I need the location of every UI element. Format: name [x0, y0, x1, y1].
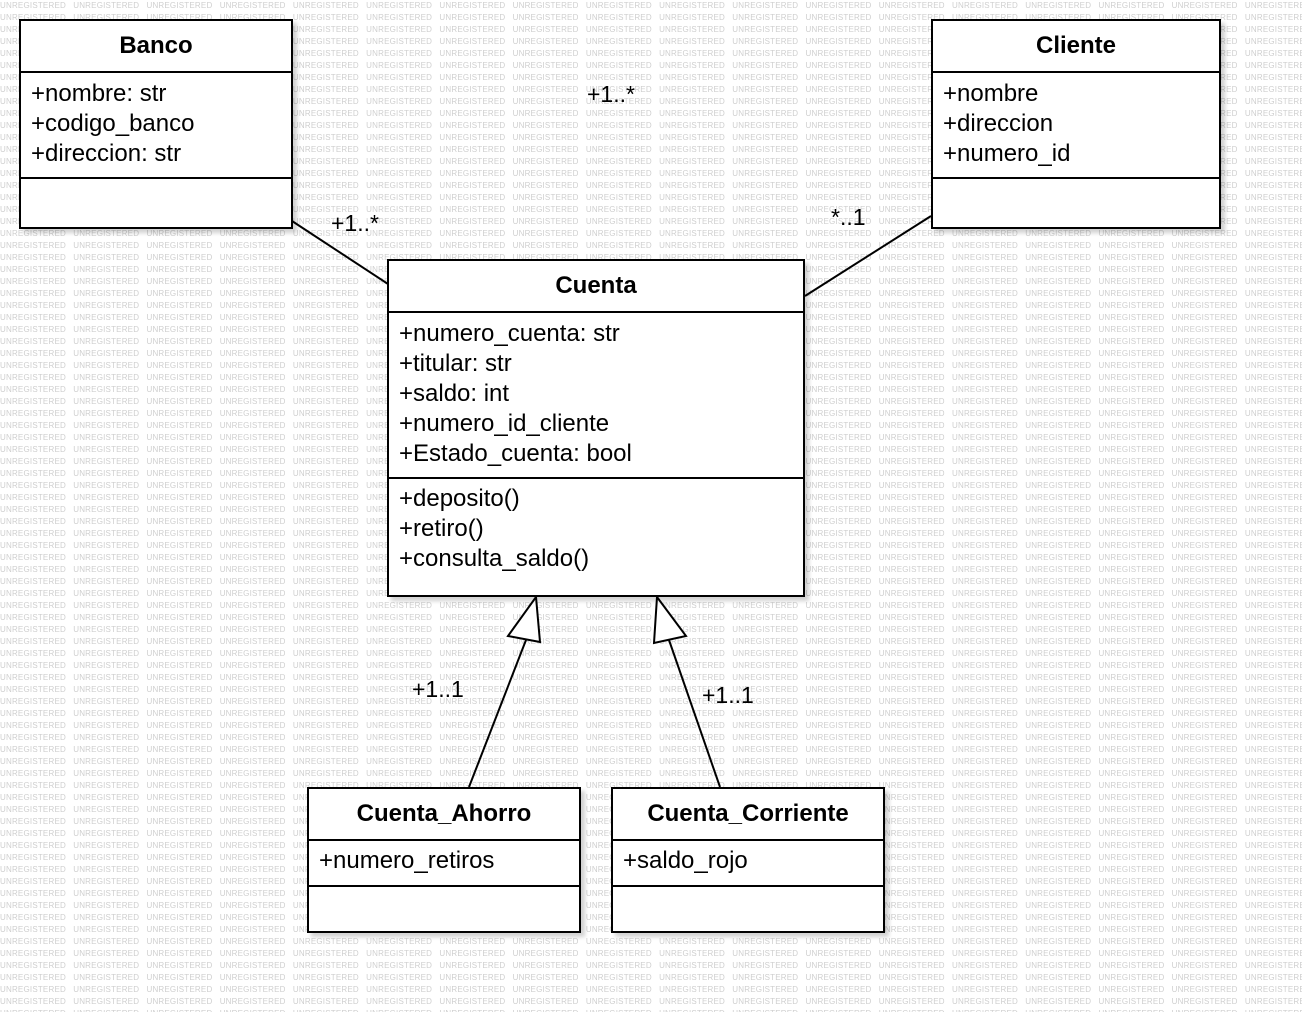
- class-cuenta-ahorro-attributes: +numero_retiros: [309, 841, 579, 887]
- class-cuenta-corriente-name: Cuenta_Corriente: [613, 789, 883, 841]
- class-cuenta-attributes: +numero_cuenta: str +titular: str +saldo…: [389, 313, 803, 479]
- association-cliente-cuenta: [804, 215, 932, 297]
- association-banco-cuenta: [291, 220, 389, 285]
- attribute: +direccion: [943, 110, 1054, 137]
- attribute: +Estado_cuenta: bool: [399, 440, 632, 467]
- attribute: +codigo_banco: [31, 110, 195, 137]
- class-cliente-methods: [933, 179, 1219, 185]
- attribute: +numero_id: [943, 140, 1071, 167]
- class-cuenta-corriente-attributes: +saldo_rojo: [613, 841, 883, 887]
- multiplicity-corriente-cuenta: +1..1: [702, 682, 754, 708]
- class-banco[interactable]: Banco +nombre: str +codigo_banco +direcc…: [19, 19, 293, 229]
- attribute: +saldo_rojo: [623, 847, 748, 874]
- class-banco-name: Banco: [21, 21, 291, 73]
- generalization-arrowhead-ahorro: [506, 594, 542, 644]
- generalization-line-ahorro: [468, 639, 527, 788]
- generalization-arrowhead-corriente: [652, 594, 688, 645]
- attribute: +titular: str: [399, 350, 512, 377]
- multiplicity-cliente-cuenta: *..1: [831, 204, 866, 230]
- class-cliente[interactable]: Cliente +nombre +direccion +numero_id: [931, 19, 1221, 229]
- class-cuenta-name: Cuenta: [389, 261, 803, 313]
- class-cliente-attributes: +nombre +direccion +numero_id: [933, 73, 1219, 179]
- class-cuenta-ahorro-methods: [309, 887, 579, 893]
- attribute: +nombre: str: [31, 80, 167, 107]
- class-banco-attributes: +nombre: str +codigo_banco +direccion: s…: [21, 73, 291, 179]
- class-cliente-name: Cliente: [933, 21, 1219, 73]
- method: +consulta_saldo(): [399, 545, 590, 572]
- generalization-line-corriente: [668, 639, 721, 788]
- attribute: +numero_id_cliente: [399, 410, 610, 437]
- attribute: +numero_retiros: [319, 847, 495, 874]
- class-cuenta[interactable]: Cuenta +numero_cuenta: str +titular: str…: [387, 259, 805, 597]
- multiplicity-ahorro-cuenta: +1..1: [412, 676, 464, 702]
- class-banco-methods: [21, 179, 291, 185]
- multiplicity-top-label: +1..*: [587, 81, 635, 107]
- class-cuenta-ahorro[interactable]: Cuenta_Ahorro +numero_retiros: [307, 787, 581, 933]
- class-cuenta-methods: +deposito() +retiro() +consulta_saldo(): [389, 479, 803, 574]
- attribute: +numero_cuenta: str: [399, 320, 620, 347]
- method: +retiro(): [399, 515, 484, 542]
- multiplicity-banco-cuenta: +1..*: [331, 210, 379, 236]
- class-cuenta-corriente-methods: [613, 887, 883, 893]
- attribute: +nombre: [943, 80, 1039, 107]
- attribute: +saldo: int: [399, 380, 510, 407]
- class-cuenta-ahorro-name: Cuenta_Ahorro: [309, 789, 579, 841]
- method: +deposito(): [399, 485, 520, 512]
- class-cuenta-corriente[interactable]: Cuenta_Corriente +saldo_rojo: [611, 787, 885, 933]
- attribute: +direccion: str: [31, 140, 182, 167]
